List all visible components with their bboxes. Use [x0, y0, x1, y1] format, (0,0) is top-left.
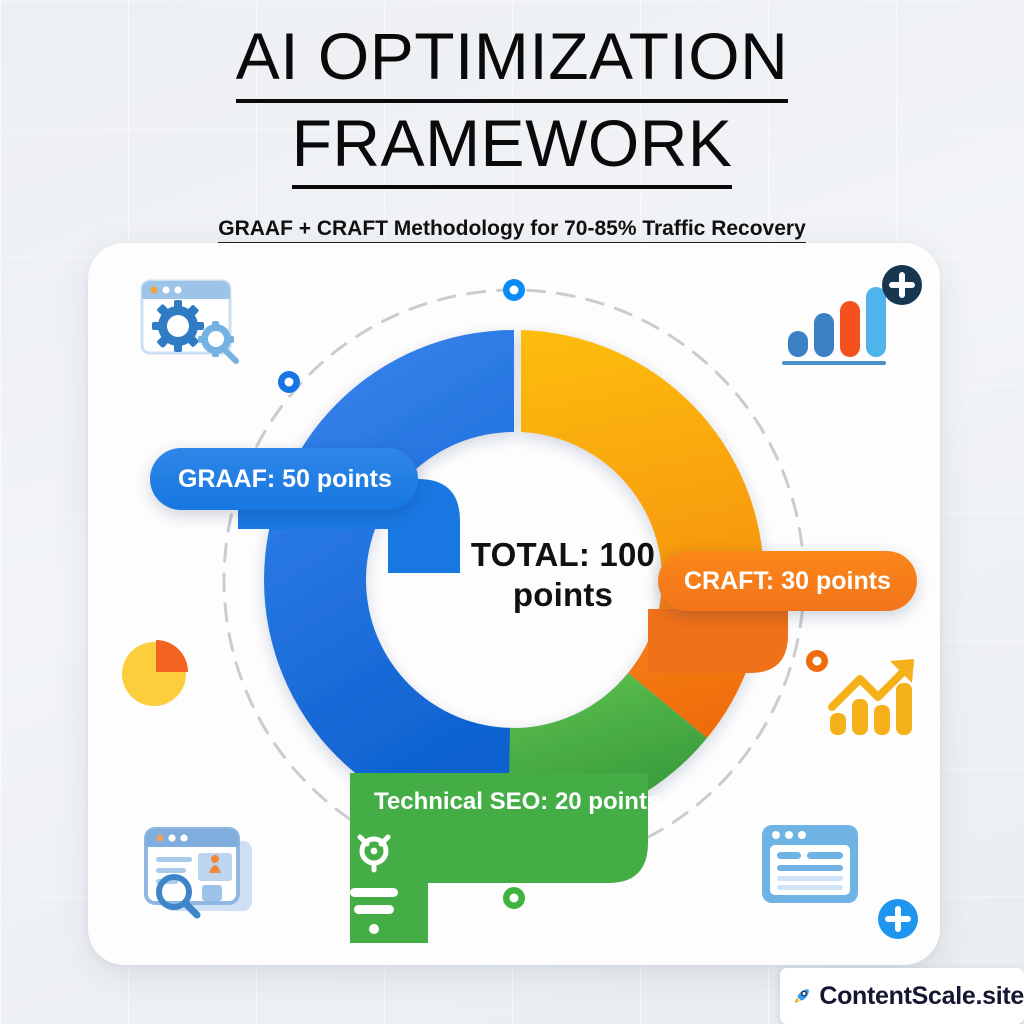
page-subtitle: GRAAF + CRAFT Methodology for 70-85% Tra… — [218, 217, 806, 244]
brand-name: ContentScale.site — [819, 981, 1024, 1010]
growth-arrow-chart-icon — [828, 659, 914, 735]
browser-search-icon — [144, 827, 252, 919]
label-craft-text: CRAFT: 30 points — [684, 566, 891, 595]
label-graaf-text: GRAAF: 50 points — [178, 464, 392, 493]
label-technical-seo-text: Technical SEO: 20 points — [374, 788, 661, 815]
target-gear-icon — [357, 834, 391, 873]
page-title: AI OPTIMIZATION FRAMEWORK — [0, 0, 1024, 190]
title-line-1: AI OPTIMIZATION — [235, 16, 789, 103]
pie-chart-icon — [122, 640, 188, 706]
infographic-card: GRAAF: 50 points CRAFT: 30 points Techni… — [88, 243, 940, 965]
connector-technical-seo — [350, 773, 648, 943]
segment-craft-upper — [521, 330, 764, 580]
title-line-2: FRAMEWORK — [291, 103, 733, 190]
filter-sliders-icon — [350, 888, 398, 934]
ring-markers — [278, 279, 828, 909]
donut-center-label: TOTAL: 100 points — [470, 536, 656, 614]
header: AI OPTIMIZATION FRAMEWORK GRAAF + CRAFT … — [0, 0, 1024, 244]
brand-watermark[interactable]: ContentScale.site — [780, 968, 1024, 1024]
rocket-icon — [794, 989, 809, 1003]
browser-gears-icon — [140, 279, 239, 364]
label-craft[interactable]: CRAFT: 30 points — [658, 551, 917, 611]
bar-chart-icon — [782, 287, 886, 365]
browser-text-icon — [762, 825, 858, 903]
label-technical-seo[interactable]: Technical SEO: 20 points — [350, 773, 684, 831]
plus-badge-blue-icon — [878, 899, 918, 939]
label-graaf[interactable]: GRAAF: 50 points — [150, 448, 418, 510]
plus-badge-dark-icon — [882, 265, 922, 305]
